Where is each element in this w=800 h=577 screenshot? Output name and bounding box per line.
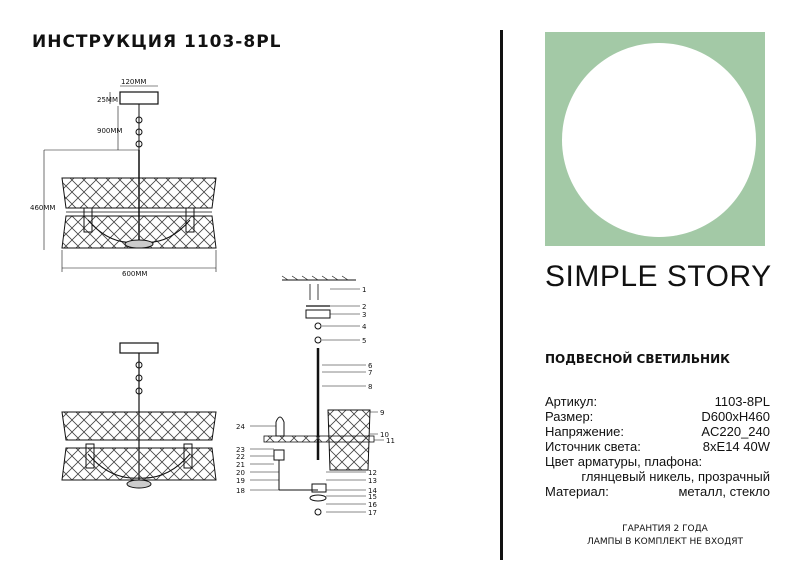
- spec-value: AC220_240: [701, 424, 770, 439]
- brand-word-2: STORY: [666, 260, 772, 293]
- spec-row-light-source: Источник света: 8xE14 40W: [545, 439, 770, 454]
- spec-value: 8xE14 40W: [702, 439, 770, 454]
- spec-value: 1103-8PL: [714, 394, 770, 409]
- part-number-4: 4: [362, 323, 367, 331]
- part-number-15: 15: [368, 493, 377, 501]
- spec-row-voltage: Напряжение: AC220_240: [545, 424, 770, 439]
- part-number-6: 6: [368, 362, 373, 370]
- logo-circle: [562, 43, 756, 237]
- part-number-3: 3: [362, 311, 366, 319]
- spec-row-article: Артикул: 1103-8PL: [545, 394, 770, 409]
- spec-label: Материал:: [545, 484, 609, 499]
- spec-row-size: Размер: D600xH460: [545, 409, 770, 424]
- part-numbers: 1 2 3 4 5 6 7 8 9 10 11 12 13 14 15 16 1…: [236, 286, 395, 517]
- part-leaders: [250, 288, 384, 513]
- dim-canopy-height: 25MM: [97, 96, 118, 104]
- part-number-18: 18: [236, 487, 245, 495]
- part-number-13: 13: [368, 477, 377, 485]
- part-number-20: 20: [236, 469, 245, 477]
- part-number-7: 7: [368, 369, 372, 377]
- part-number-14: 14: [368, 487, 377, 495]
- part-number-10: 10: [380, 431, 389, 439]
- instruction-drawing-panel: ИНСТРУКЦИЯ 1103-8PL 120MM 25MM 900MM: [30, 32, 395, 517]
- dim-canopy-width: 120MM: [121, 78, 146, 86]
- brand-name: SIMPLE STORY: [545, 260, 772, 294]
- part-number-9: 9: [380, 409, 384, 417]
- spec-row-material: Материал: металл, стекло: [545, 484, 770, 499]
- part-number-12: 12: [368, 469, 377, 477]
- spec-value: D600xH460: [701, 409, 770, 424]
- spec-label: Размер:: [545, 409, 594, 424]
- part-number-23: 23: [236, 446, 245, 454]
- part-number-19: 19: [236, 477, 245, 485]
- vertical-divider: [500, 30, 503, 560]
- page-title: ИНСТРУКЦИЯ 1103-8PL: [32, 32, 282, 52]
- part-number-8: 8: [368, 383, 372, 391]
- part-number-22: 22: [236, 453, 245, 461]
- spec-label: Напряжение:: [545, 424, 624, 439]
- part-number-1: 1: [362, 286, 366, 294]
- spec-row-finish-label: Цвет арматуры, плафона:: [545, 454, 703, 469]
- spec-label: Источник света:: [545, 439, 641, 454]
- lamps-note: ЛАМПЫ В КОМПЛЕКТ НЕ ВХОДЯТ: [586, 537, 744, 547]
- warranty-note: ГАРАНТИЯ 2 ГОДА: [622, 524, 708, 534]
- dimension-drawing: 120MM 25MM 900MM 460MM 600MM: [30, 78, 395, 517]
- spec-label: Артикул:: [545, 394, 598, 409]
- part-number-17: 17: [368, 509, 377, 517]
- canopy-shape: [119, 91, 159, 105]
- part-number-11: 11: [386, 437, 395, 445]
- product-type: ПОДВЕСНОЙ СВЕТИЛЬНИК: [545, 352, 730, 366]
- dim-total-height: 460MM: [30, 204, 55, 212]
- part-number-5: 5: [362, 337, 366, 345]
- dim-diameter: 600MM: [122, 270, 147, 278]
- part-number-16: 16: [368, 501, 377, 509]
- dim-chain-length: 900MM: [97, 127, 122, 135]
- spec-row-finish-value: глянцевый никель, прозрачный: [581, 469, 770, 484]
- spec-value: металл, стекло: [678, 484, 770, 499]
- part-number-21: 21: [236, 461, 245, 469]
- brand-word-1: SIMPLE: [545, 260, 659, 293]
- part-number-2: 2: [362, 303, 366, 311]
- part-number-24: 24: [236, 423, 245, 431]
